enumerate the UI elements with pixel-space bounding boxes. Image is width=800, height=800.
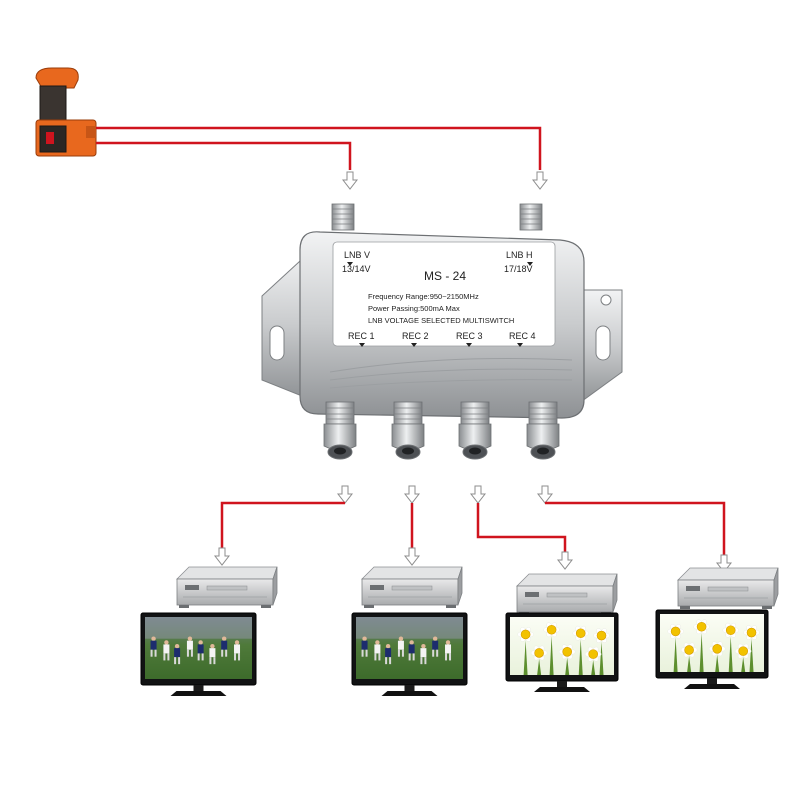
spec-description: LNB VOLTAGE SELECTED MULTISWITCH <box>368 316 514 325</box>
output-label-rec-2: REC 2 <box>402 331 429 341</box>
set-top-box-icon <box>176 566 278 609</box>
label-panel <box>332 241 556 347</box>
arrow-down-icon <box>557 551 573 570</box>
output-label-rec-4: REC 4 <box>509 331 536 341</box>
multiswitch <box>261 203 623 460</box>
arrow-down-icon <box>404 547 420 566</box>
input-connector-lnb-h <box>519 203 543 231</box>
lnb-cables <box>96 126 542 170</box>
arrow-down-icon <box>470 485 486 504</box>
television-icon <box>140 612 257 696</box>
spec-frequency: Frequency Range:950~2150MHz <box>368 292 479 301</box>
cable-rec-1 <box>220 501 345 548</box>
input-label-lnb-h: LNB H <box>506 250 533 260</box>
satellite-lnb-icon <box>35 67 97 157</box>
arrow-down-icon <box>532 171 548 190</box>
input-label-lnb-v: LNB V <box>344 250 370 260</box>
set-top-box-icon <box>516 573 618 616</box>
output-connector-rec-3 <box>458 401 492 460</box>
model-label: MS - 24 <box>424 269 466 283</box>
input-voltage-lnb-v: 13/14V <box>342 264 371 274</box>
cable-lnb-h <box>96 126 542 170</box>
arrow-down-icon <box>337 485 353 504</box>
arrow-down-icon <box>404 485 420 504</box>
arrow-down-icon <box>214 547 230 566</box>
output-connector-rec-2 <box>391 401 425 460</box>
television-icon <box>351 612 468 696</box>
television-icon <box>655 609 769 689</box>
input-voltage-lnb-h: 17/18V <box>504 264 533 274</box>
label-text: LNB V 13/14V LNB H 17/18V MS - 24 Freque… <box>342 250 536 347</box>
cable-rec-3 <box>476 503 567 552</box>
arrow-down-icon <box>342 171 358 190</box>
output-label-rec-3: REC 3 <box>456 331 483 341</box>
output-connector-rec-4 <box>526 401 560 460</box>
television-icon <box>505 612 619 692</box>
output-label-rec-1: REC 1 <box>348 331 375 341</box>
set-top-box-icon <box>677 567 779 610</box>
arrow-down-icon <box>537 485 553 504</box>
set-top-box-icon <box>361 566 463 609</box>
cable-rec-4 <box>545 501 726 555</box>
output-connector-rec-1 <box>323 401 357 460</box>
input-connector-lnb-v <box>331 203 355 231</box>
spec-power: Power Passing:500mA Max <box>368 304 460 313</box>
output-cables <box>220 501 726 555</box>
cable-lnb-v <box>96 141 352 170</box>
televisions <box>140 609 769 696</box>
